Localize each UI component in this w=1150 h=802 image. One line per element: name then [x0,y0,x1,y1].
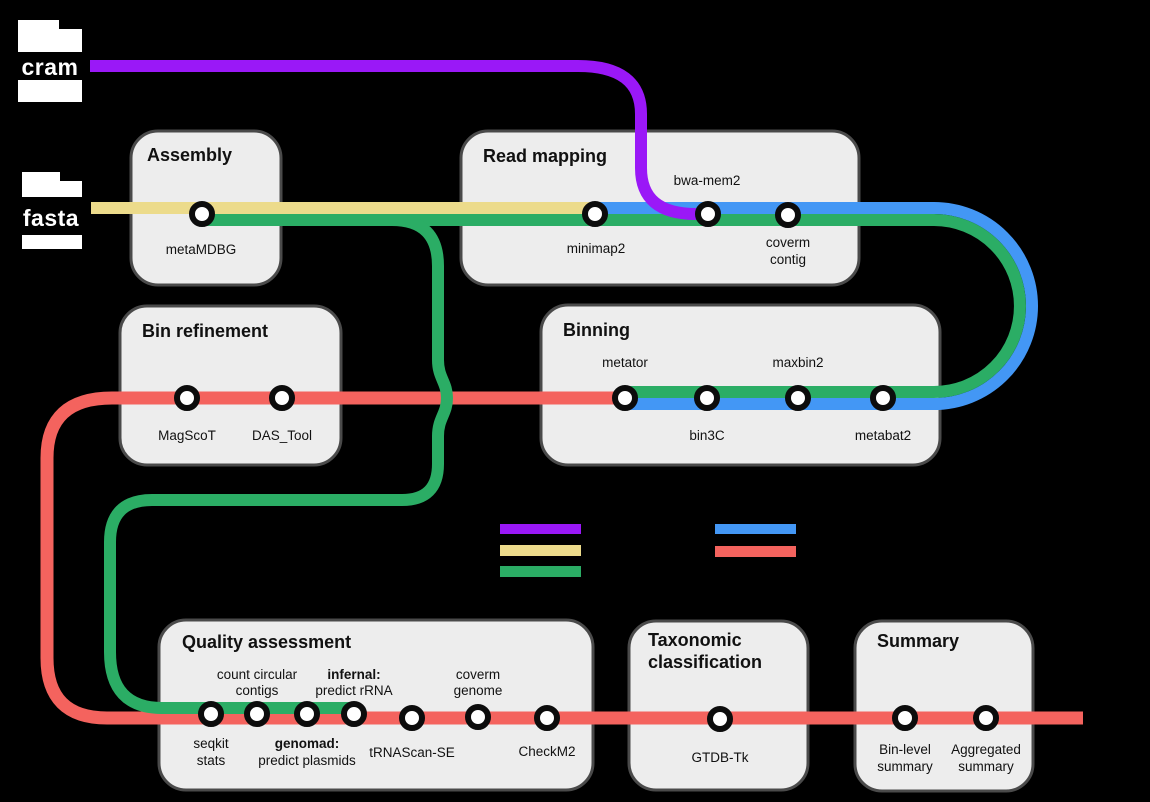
station-label-magscot: MagScoT [158,428,216,443]
line-purple [90,60,697,220]
legend-swatch-green [500,566,581,577]
station-label-bin3c: bin3C [689,428,725,443]
station-bin-level-summary [892,705,918,731]
box-binning [539,303,942,467]
station-label-coverm-contig-line2: contig [770,252,806,267]
box-title-bin-refinement: Bin refinement [142,321,268,341]
station-gtdb-tk [707,706,733,732]
station-label-infernal-line2: predict rRNA [315,683,392,698]
station-label-maxbin2: maxbin2 [772,355,823,370]
station-label-metabat2: metabat2 [855,428,911,443]
box-title-binning: Binning [563,320,630,340]
file-label-fasta: fasta [23,205,79,231]
box-title-taxonomic-line1: Taxonomic [648,630,742,650]
file-label-cram: cram [22,54,79,80]
line-blue [595,202,1038,410]
file-icon-cram-top [18,20,82,52]
line-green-branch [104,214,454,714]
station-seqkit-stats [198,701,224,727]
station-label-gtdb-tk: GTDB-Tk [692,750,749,765]
station-count-circular-contigs [244,701,270,727]
station-coverm-contig [775,202,801,228]
legend-swatch-blue [715,524,796,534]
station-das-tool [269,385,295,411]
station-label-coverm-genome-line1: coverm [456,667,500,682]
box-title-read-mapping: Read mapping [483,146,607,166]
station-aggregated-summary [973,705,999,731]
station-checkm2 [534,705,560,731]
station-label-genomad-line1: genomad: [275,736,340,751]
station-metabat2 [870,385,896,411]
station-label-checkm2: CheckM2 [518,744,575,759]
box-title-assembly: Assembly [147,145,232,165]
station-label-coverm-contig-line1: coverm [766,235,810,250]
station-genomad [294,701,320,727]
file-icon-cram-bottom [18,80,82,102]
file-icon-fasta-top [22,172,82,197]
box-title-quality-assessment: Quality assessment [182,632,351,652]
station-metator [612,385,638,411]
station-label-aggregated-line1: Aggregated [951,742,1021,757]
file-icon-fasta-bottom [22,235,82,249]
station-label-metator: metator [602,355,648,370]
station-magscot [174,385,200,411]
box-bin-refinement [118,304,343,467]
station-label-minimap2: minimap2 [567,241,626,256]
station-label-metamdbg: metaMDBG [166,242,237,257]
box-taxonomic-classification [627,619,810,792]
station-label-count-circular-line2: contigs [236,683,279,698]
station-label-genomad-line2: predict plasmids [258,753,356,768]
station-label-aggregated-line2: summary [958,759,1014,774]
legend-swatch-purple [500,524,581,534]
station-label-count-circular-line1: count circular [217,667,298,682]
station-bwa-mem2 [695,201,721,227]
station-bin3c [694,385,720,411]
legend-swatch-yellow [500,545,581,556]
legend [500,524,796,577]
line-red [40,391,1083,725]
station-label-bin-level-line2: summary [877,759,933,774]
station-label-trnascan-se: tRNAScan-SE [369,745,455,760]
station-label-coverm-genome-line2: genome [454,683,503,698]
station-metamdbg [189,201,215,227]
station-infernal [341,701,367,727]
station-trnascan-se [399,705,425,731]
station-label-das-tool: DAS_Tool [252,428,312,443]
file-icon-cram: cram [18,20,82,102]
file-icon-fasta: fasta [22,172,82,249]
box-title-summary: Summary [877,631,959,651]
box-title-taxonomic-line2: classification [648,652,762,672]
station-label-bin-level-line1: Bin-level [879,742,931,757]
station-label-seqkit-line2: stats [197,753,226,768]
box-summary [853,619,1035,793]
station-label-seqkit-line1: seqkit [193,736,229,751]
legend-swatch-red [715,546,796,557]
station-maxbin2 [785,385,811,411]
station-label-infernal-line1: infernal: [327,667,380,682]
line-green-main [202,214,1026,398]
station-minimap2 [582,201,608,227]
station-coverm-genome [465,704,491,730]
station-label-bwa-mem2: bwa-mem2 [674,173,741,188]
